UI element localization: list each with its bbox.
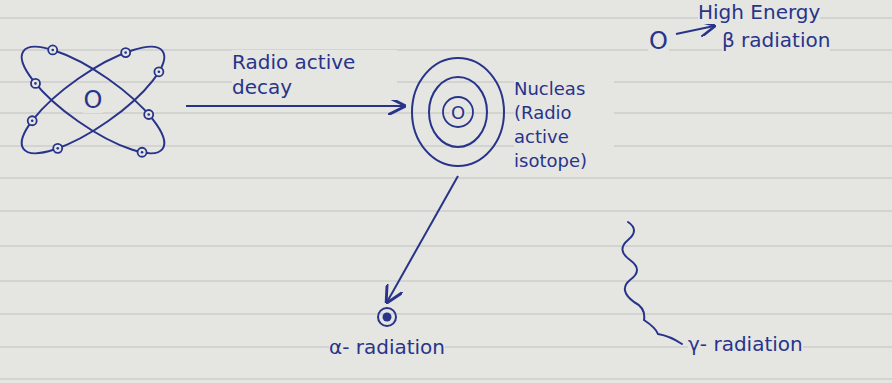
ruled-line — [0, 245, 892, 246]
alpha-core — [383, 313, 392, 322]
electron-orbit — [8, 30, 177, 170]
electron-dot — [31, 119, 34, 122]
radiation-label: α- radiation — [329, 335, 445, 359]
node-dot: α- radiation — [322, 305, 452, 359]
inner-shell — [429, 77, 487, 147]
ruled-line — [0, 145, 892, 146]
ruled-line — [0, 81, 892, 82]
ruled-line — [0, 112, 892, 113]
electron — [144, 110, 153, 119]
electron — [154, 67, 163, 76]
electron-orbit — [8, 30, 177, 170]
core-circle — [443, 97, 473, 127]
node-plain: O — [646, 28, 671, 54]
nucleus-symbol: O — [83, 87, 104, 113]
electron-dot — [34, 82, 37, 85]
electron — [121, 48, 130, 57]
note-label: γ- radiation — [688, 332, 803, 356]
electron — [31, 79, 40, 88]
note-label: High Energy — [698, 0, 820, 24]
electron — [53, 144, 62, 153]
beta-arrow — [676, 26, 714, 34]
ruled-line — [0, 313, 892, 314]
nucleus-heading: Nucleas (Radio active isotope) — [514, 77, 614, 173]
ruled-line — [0, 177, 892, 178]
electron-dot — [158, 70, 161, 73]
gamma-wave — [622, 222, 682, 344]
node-ovals: O Nucleas (Radio active isotope) — [408, 55, 614, 173]
electron-dot — [147, 113, 150, 116]
beta-particle: O — [648, 28, 669, 54]
note-label: β radiation — [722, 28, 830, 52]
node-atom: O — [4, 24, 182, 176]
electron-dot — [56, 147, 59, 150]
nucleus-symbol: O — [450, 103, 466, 123]
connector-arrow — [387, 176, 458, 302]
electron-dot — [124, 51, 127, 54]
connector-arrow — [186, 105, 404, 107]
ruled-line — [0, 280, 892, 281]
ruled-line — [0, 378, 892, 379]
electron — [48, 45, 57, 54]
ruled-line — [0, 210, 892, 211]
electron-dot — [141, 151, 144, 154]
alpha-outer — [378, 308, 396, 326]
nucleus-shells: O — [408, 55, 508, 170]
alpha-particle — [375, 305, 399, 329]
electron — [138, 148, 147, 157]
outer-shell — [412, 58, 504, 166]
electron — [28, 116, 37, 125]
edge-label: Radio active decay — [232, 50, 397, 100]
electron-dot — [51, 49, 54, 52]
